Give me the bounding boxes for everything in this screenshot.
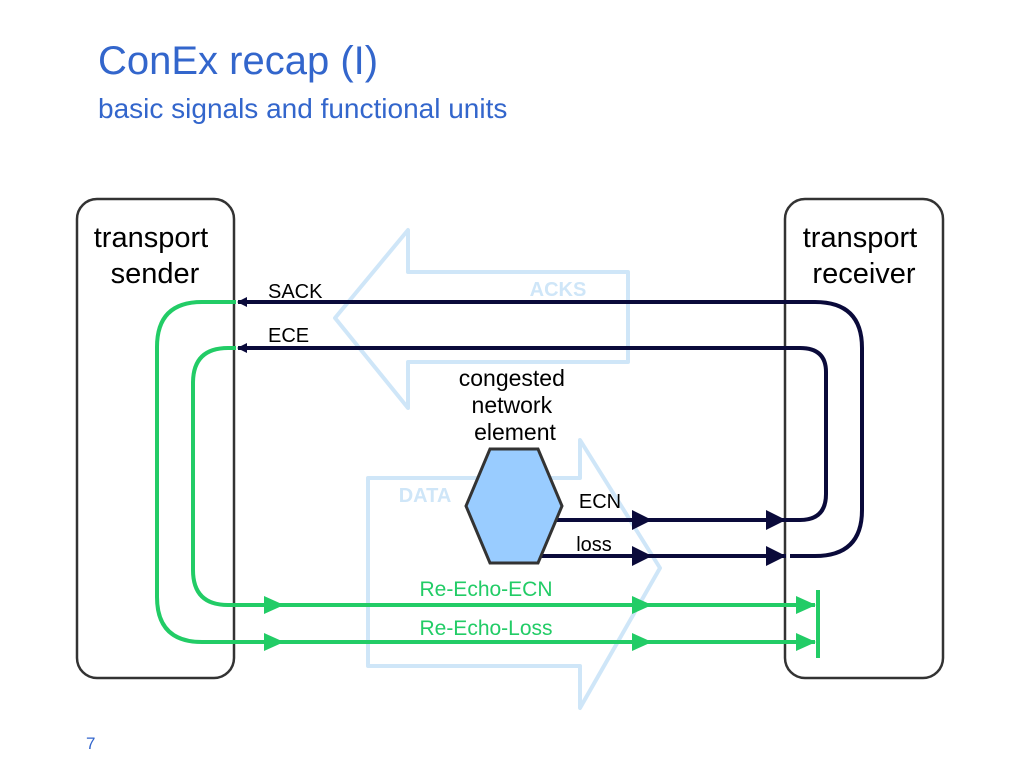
congested-network-element-hexagon [464,447,564,565]
loss-arrowhead-1 [632,546,652,566]
network-element-line3: element [474,419,556,445]
slide-subtitle: basic signals and functional units [98,93,508,124]
re-echo-loss-arrowhead-2 [632,633,652,651]
acks-flow-label: ACKS [530,279,587,301]
transport-sender-label: transport sender [94,222,217,290]
network-element-line2: network [472,392,553,418]
re-echo-loss-arrowhead-3 [796,633,816,651]
transport-receiver-label: transport receiver [803,222,926,290]
re-echo-ecn-label: Re-Echo-ECN [419,578,552,601]
data-flow-label: DATA [399,485,452,507]
ece-loop-line [237,343,828,522]
ecn-label: ECN [579,491,621,513]
receiver-label-line1: transport [803,222,917,254]
network-element-label: congested network element [459,365,572,445]
receiver-label-line2: receiver [812,258,915,290]
sack-loop-line [237,297,864,558]
ece-label: ECE [268,325,309,347]
sack-label: SACK [268,281,323,303]
slide-number: 7 [86,734,96,753]
acks-flow-arrow [333,228,630,410]
transport-sender-box [75,197,236,680]
sender-label-line1: transport [94,222,208,254]
re-echo-ecn-arrowhead-1 [264,596,284,614]
re-echo-loss-loop [155,300,815,644]
data-flow-arrow [366,438,662,710]
transport-receiver-box [783,197,945,680]
re-echo-loss-label: Re-Echo-Loss [419,617,552,640]
ecn-arrowhead-2 [766,510,786,530]
ecn-arrowhead-1 [632,510,652,530]
re-echo-loss-arrowhead-1 [264,633,284,651]
loss-arrowhead-2 [766,546,786,566]
re-echo-ecn-arrowhead-2 [632,596,652,614]
re-echo-ecn-arrowhead-3 [796,596,816,614]
re-echo-ecn-loop [191,346,815,607]
loss-label: loss [576,534,612,556]
slide-title: ConEx recap (I) [98,39,379,83]
network-element-line1: congested [459,365,565,391]
sender-label-line2: sender [111,258,200,290]
